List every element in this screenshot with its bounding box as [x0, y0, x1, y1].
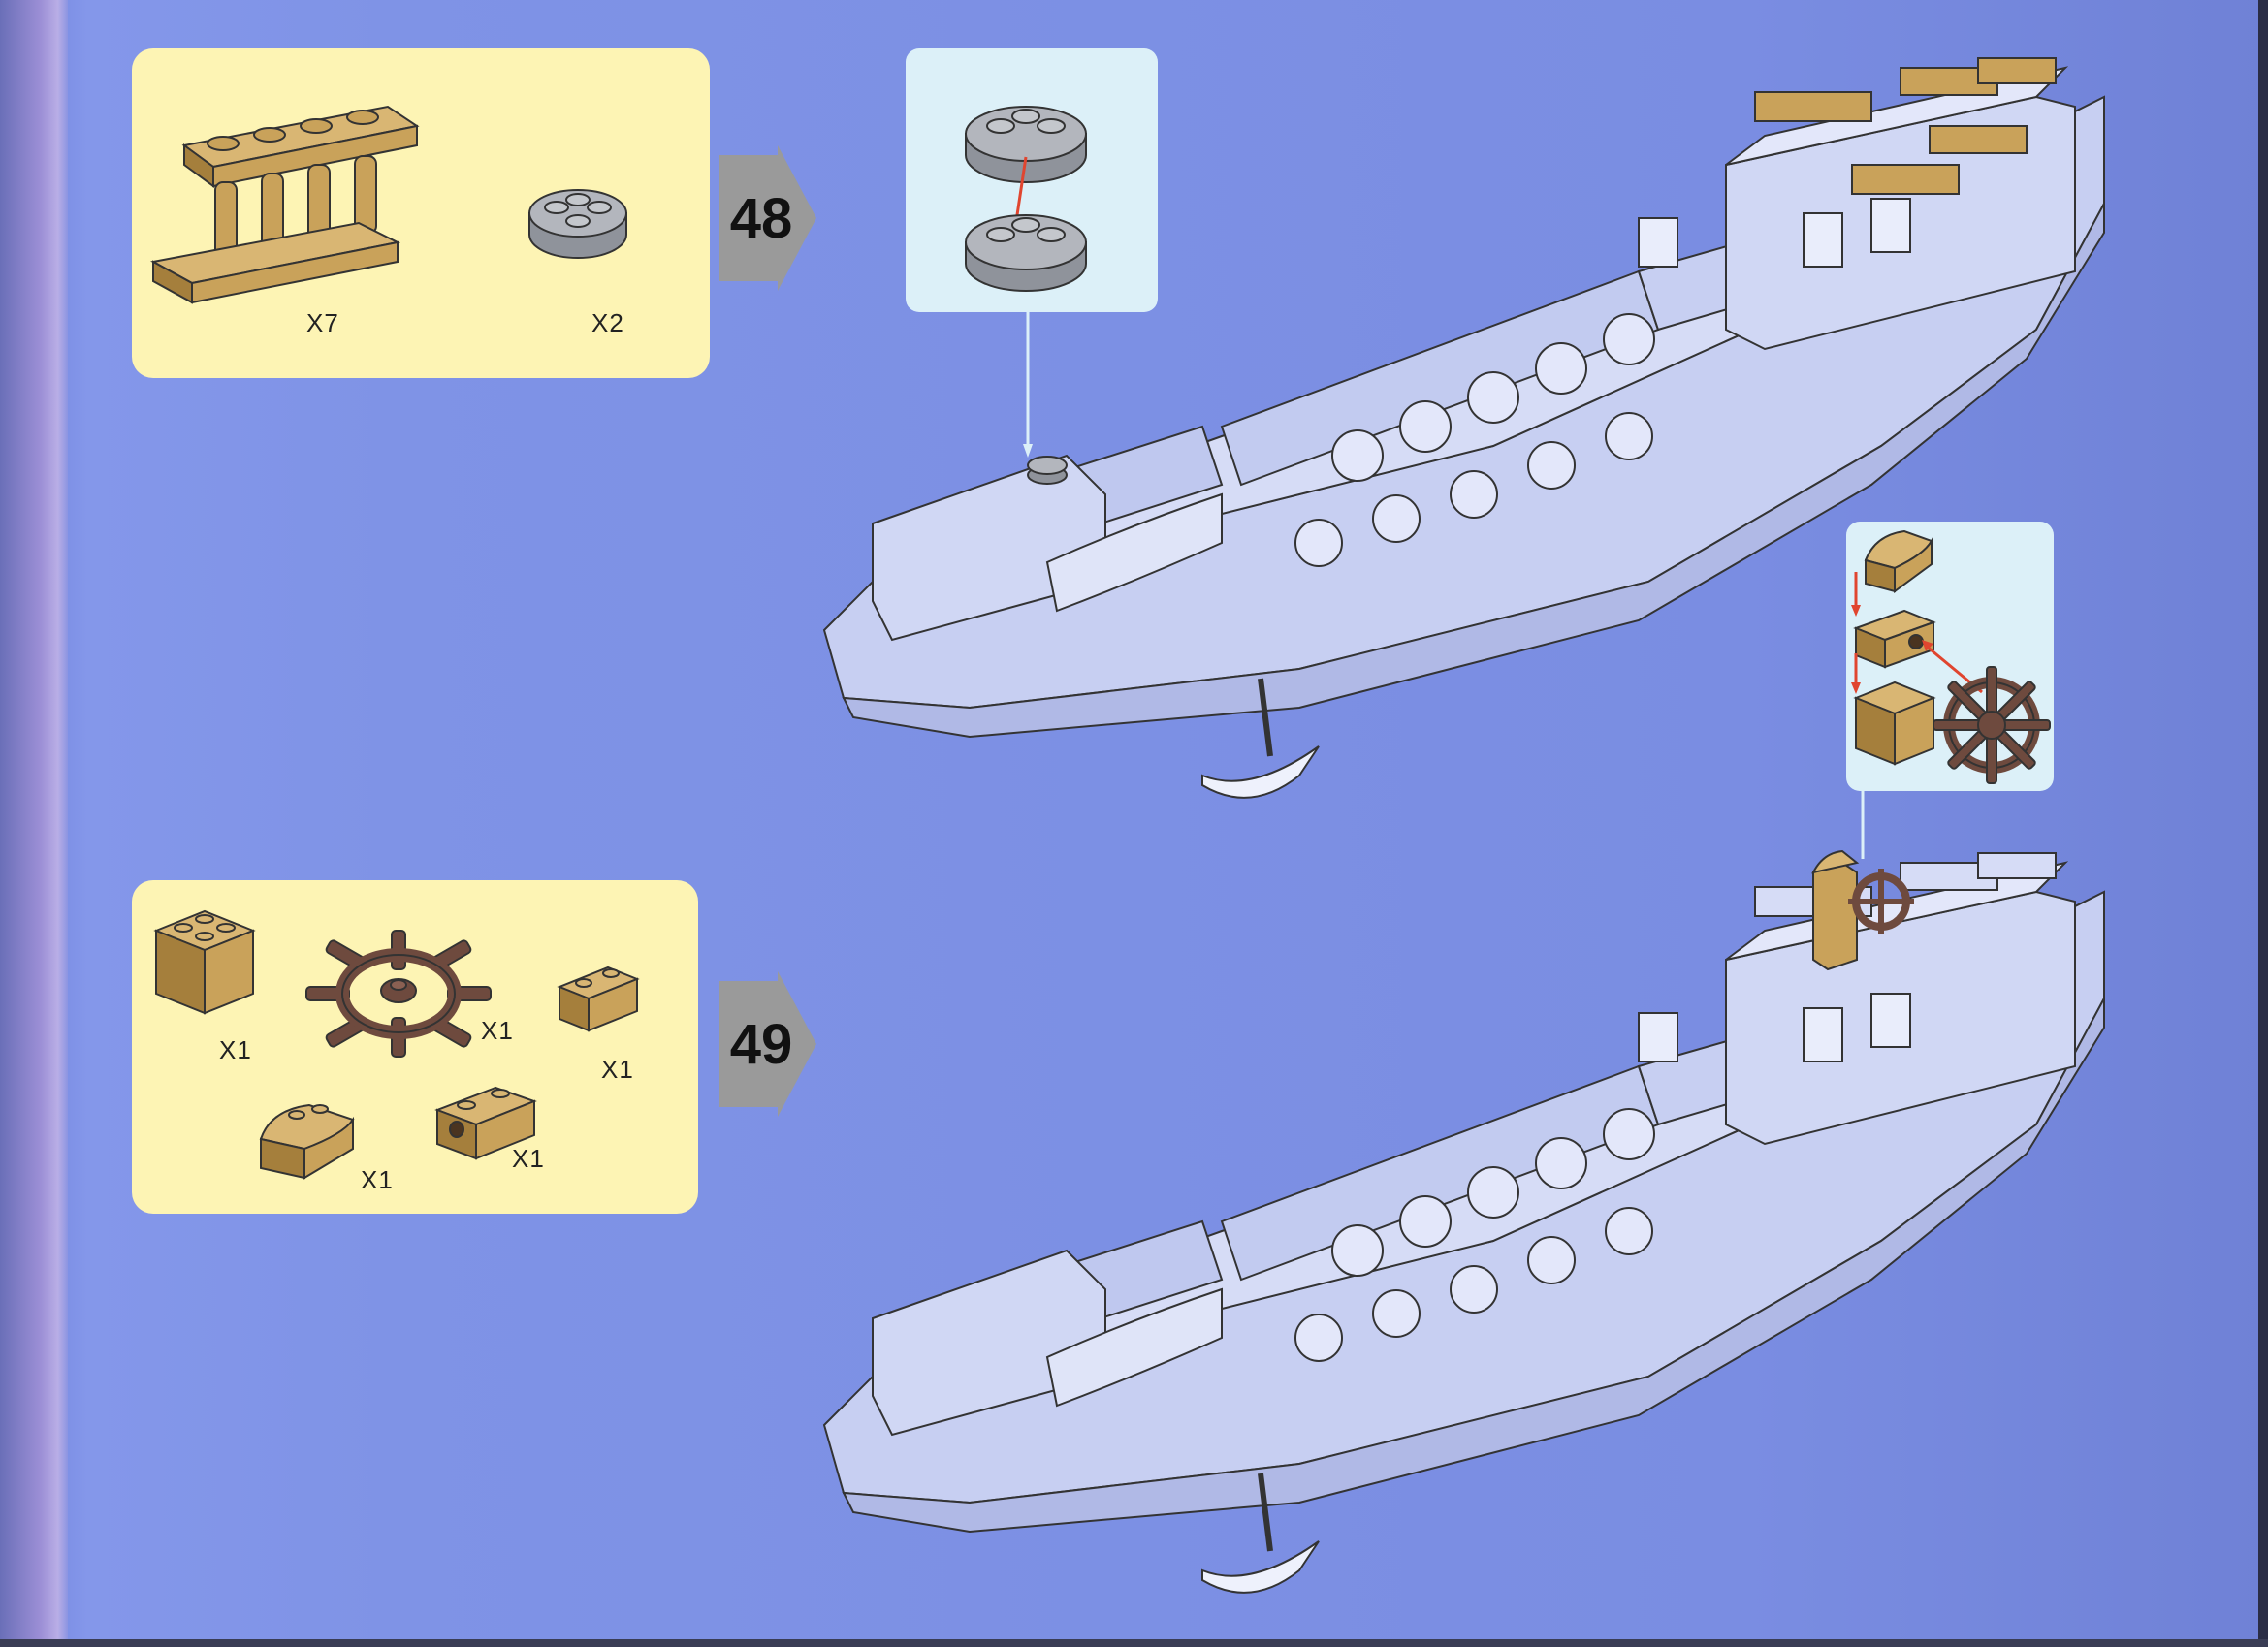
- step-48-arrow: [719, 145, 816, 291]
- step-49-arrow: [719, 971, 816, 1117]
- page-edge-bottom: [0, 1639, 2268, 1647]
- part-qty: X1: [361, 1165, 394, 1194]
- step-number: 48: [729, 187, 793, 250]
- part-qty: X1: [219, 1035, 252, 1064]
- page-edge-right: [2258, 0, 2268, 1647]
- grey-round-plate-stack-icon: [965, 106, 1087, 292]
- tan-brick-2x2-part-icon: [153, 909, 256, 1015]
- step-48-callout: [906, 48, 1158, 312]
- step-number: 49: [729, 1013, 793, 1076]
- tan-technic-brick-part-icon: [434, 1086, 537, 1160]
- grey-round-plate-part-icon: [528, 189, 627, 259]
- ship-wheel-part-icon: [305, 930, 492, 1058]
- tan-curved-slope-part-icon: [259, 1103, 355, 1180]
- part-qty: X7: [306, 308, 339, 337]
- tan-fence-part-icon: [150, 105, 420, 304]
- step-49-callout: [1846, 522, 2054, 791]
- step-48-parts-list: X7 X2: [132, 48, 710, 378]
- wheel-assembly-icon: [1851, 529, 2051, 784]
- callout-pointer-line: [1023, 312, 1033, 458]
- tan-brick-1x2-part-icon: [557, 966, 640, 1032]
- ship-model-step-48: [822, 57, 2105, 799]
- part-qty: X2: [591, 308, 624, 337]
- ship-model-step-49: [822, 849, 2105, 1594]
- book-spine-shadow: [0, 0, 68, 1647]
- part-qty: X1: [601, 1055, 634, 1084]
- step-49-parts-list: X1 X1: [132, 880, 698, 1214]
- part-qty: X1: [512, 1144, 545, 1173]
- callout-pointer-line: [1861, 791, 1865, 859]
- part-qty: X1: [481, 1016, 514, 1045]
